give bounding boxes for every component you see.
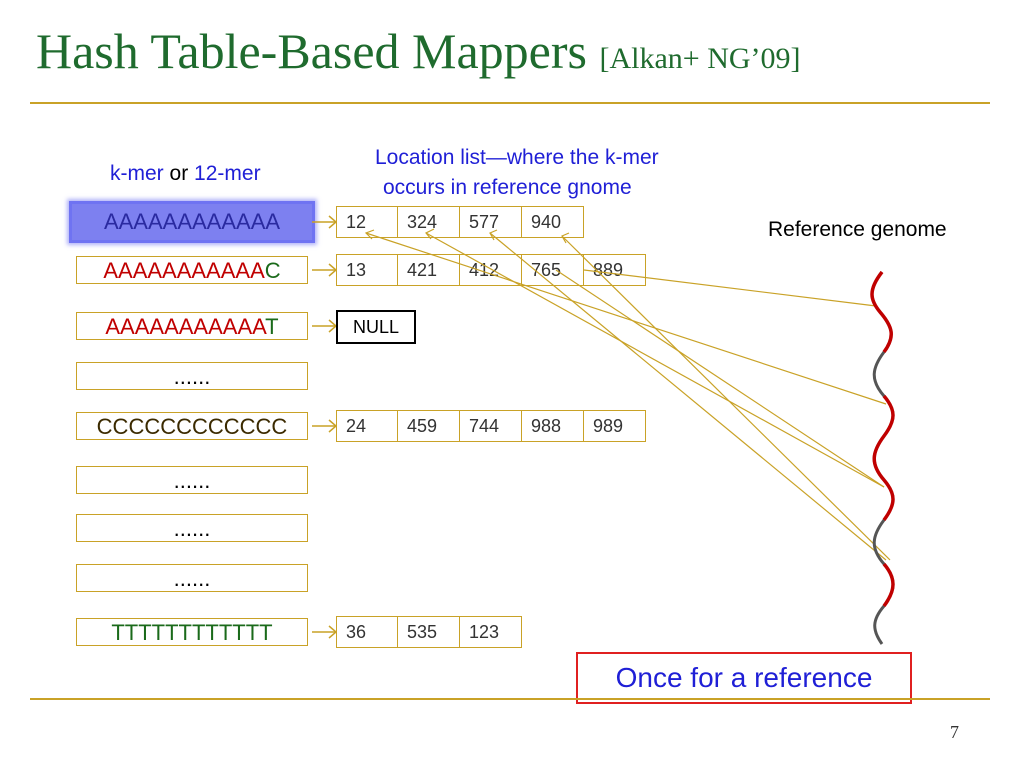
ellipsis-text: ...... bbox=[173, 566, 211, 591]
kmer-box: AAAAAAAAAAAT bbox=[76, 312, 308, 340]
location-cell: 765 bbox=[522, 254, 584, 286]
location-cell: 24 bbox=[336, 410, 398, 442]
pointer-arrowheads bbox=[364, 228, 570, 244]
location-cell: 989 bbox=[584, 410, 646, 442]
kmer-label: k-mer or 12-mer bbox=[110, 162, 261, 186]
kmer-box: TTTTTTTTTTTT bbox=[76, 618, 308, 646]
kmer-box-ellipsis: ...... bbox=[76, 466, 308, 494]
slide-title-text: Hash Table-Based Mappers bbox=[36, 23, 587, 79]
genome-segment-red bbox=[882, 562, 895, 608]
kmer-box-ellipsis: ...... bbox=[76, 564, 308, 592]
slide-title: Hash Table-Based Mappers [Alkan+ NG’09] bbox=[36, 22, 801, 80]
kmer-text: TTTTTTTTTTTT bbox=[111, 620, 273, 645]
location-cell: 421 bbox=[398, 254, 460, 286]
location-cell: 744 bbox=[460, 410, 522, 442]
location-cell: 988 bbox=[522, 410, 584, 442]
once-callout: Once for a reference bbox=[576, 652, 912, 704]
kmer-box: AAAAAAAAAAAC bbox=[76, 256, 308, 284]
footer-rule bbox=[30, 698, 990, 700]
location-pointer-lines bbox=[365, 232, 891, 561]
ellipsis-text: ...... bbox=[173, 468, 211, 493]
kmer-text: AAAAAAAAAAA bbox=[103, 258, 265, 283]
location-cell: 123 bbox=[460, 616, 522, 648]
kmer-text: AAAAAAAAAAA bbox=[105, 314, 266, 339]
kmer-label-prefix: k-mer bbox=[110, 162, 164, 185]
kmer-box-ellipsis: ...... bbox=[76, 514, 308, 542]
slide-citation: [Alkan+ NG’09] bbox=[599, 42, 801, 75]
kmer-label-suffix: 12-mer bbox=[194, 162, 261, 185]
pointer-line bbox=[561, 235, 891, 561]
kmer-label-or: or bbox=[169, 162, 189, 185]
kmer-box: CCCCCCCCCCCC bbox=[76, 412, 308, 440]
ellipsis-text: ...... bbox=[173, 516, 211, 541]
reference-genome-label: Reference genome bbox=[768, 218, 947, 241]
ellipsis-text: ...... bbox=[173, 364, 211, 389]
genome-segment-red bbox=[872, 394, 895, 522]
page-number: 7 bbox=[950, 722, 959, 742]
location-cell: 36 bbox=[336, 616, 398, 648]
title-rule bbox=[30, 102, 990, 104]
location-list: 13 421 412 765 889 bbox=[336, 254, 646, 286]
pointer-line bbox=[555, 269, 885, 488]
location-cell: 459 bbox=[398, 410, 460, 442]
kmer-box-highlighted: AAAAAAAAAAAA bbox=[72, 204, 312, 240]
pointer-line bbox=[365, 232, 887, 405]
kmer-text: CCCCCCCCCCCC bbox=[96, 414, 288, 439]
null-entry: NULL bbox=[336, 310, 416, 344]
location-list-label-line2: occurs in reference gnome bbox=[383, 176, 632, 199]
kmer-text: AAAAAAAAAAAA bbox=[103, 209, 281, 234]
kmer-last-base: T bbox=[265, 314, 279, 339]
pointer-line bbox=[425, 232, 885, 488]
location-cell: 535 bbox=[398, 616, 460, 648]
genome-segment-red bbox=[870, 270, 893, 354]
pointer-line bbox=[489, 232, 887, 561]
location-cell: 13 bbox=[336, 254, 398, 286]
location-list-label-line1: Location list—where the k-mer bbox=[375, 146, 659, 169]
location-cell: 940 bbox=[522, 206, 584, 238]
location-cell: 889 bbox=[584, 254, 646, 286]
location-cell: 324 bbox=[398, 206, 460, 238]
kmer-box-ellipsis: ...... bbox=[76, 362, 308, 390]
location-list: 36 535 123 bbox=[336, 616, 522, 648]
location-list: 24 459 744 988 989 bbox=[336, 410, 646, 442]
kmer-last-base: C bbox=[264, 258, 281, 283]
pointer-line bbox=[583, 269, 877, 307]
